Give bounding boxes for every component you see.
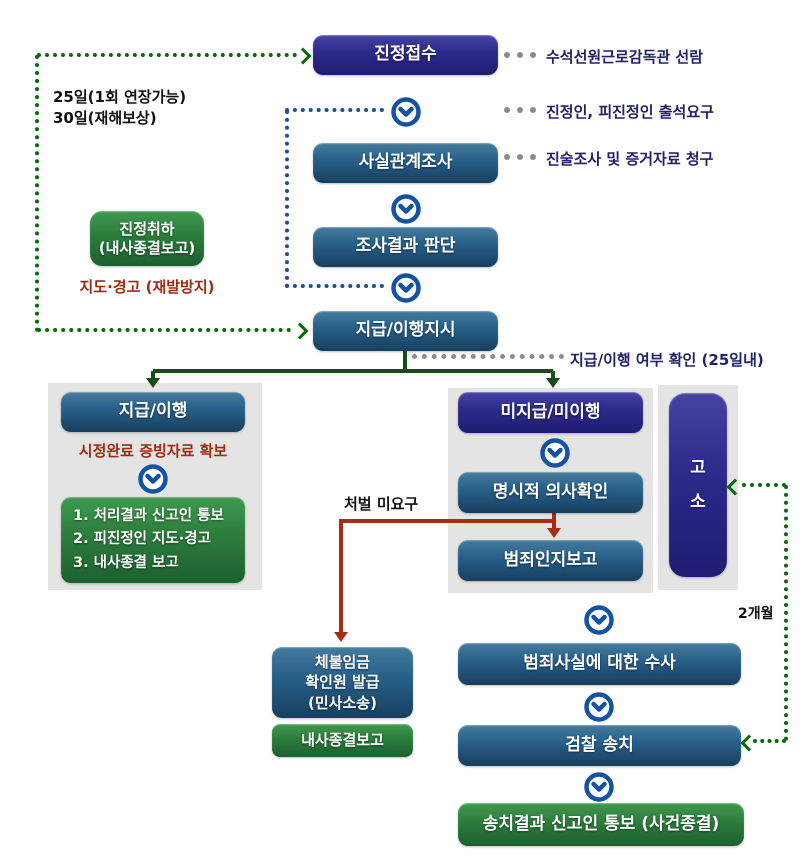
note-dots-icon — [504, 52, 510, 58]
connector-green-dotted-bottom — [37, 328, 291, 332]
node-crime-investigation: 범죄사실에 대한 수사 — [458, 643, 741, 685]
arrow-down-icon — [546, 378, 560, 388]
arrow-down-icon — [547, 528, 561, 538]
label-guidance-warning: 지도·경고 (재발방지) — [79, 278, 215, 296]
node-payment-order: 지급/이행지시 — [313, 311, 498, 351]
note-dots-icon — [504, 154, 510, 160]
arrow-down-icon — [146, 378, 160, 388]
branch-crossbar — [153, 369, 553, 373]
branch-stem — [403, 350, 407, 372]
red-connector-vertical — [339, 519, 343, 633]
branch-right-drop — [551, 371, 555, 379]
arrow-right-icon — [294, 47, 312, 65]
node-internal-closure-report: 내사종결보고 — [272, 724, 413, 757]
chevron-down-icon — [584, 692, 614, 722]
chevron-down-icon — [391, 273, 421, 303]
node-result-judgment: 조사결과 판단 — [313, 227, 498, 267]
connector-green-dotted-right — [784, 485, 788, 741]
node-paid-steps: 1. 처리결과 신고인 통보 2. 피진정인 지도·경고 3. 내사종결 보고 — [61, 497, 245, 583]
label-note-evidence: 진술조사 및 증거자료 청구 — [546, 150, 714, 168]
node-unpaid-wage-certificate: 체불임금 확인원 발급 (민사소송) — [272, 647, 413, 718]
node-complaint-withdrawal: 진정취하 (내사종결보고) — [90, 211, 204, 266]
connector-gray-dotted — [412, 354, 564, 359]
label-proof-secured: 시정완료 증빙자료 확보 — [78, 442, 228, 460]
connector-blue-dotted-bottom — [285, 284, 384, 288]
node-fact-investigation: 사실관계조사 — [313, 143, 498, 183]
label-note-attendance: 진정인, 피진정인 출석요구 — [546, 103, 714, 121]
connector-green-dotted-lawsuit — [742, 483, 786, 487]
connector-green-dotted-return — [753, 739, 786, 743]
chevron-down-icon — [540, 438, 570, 468]
node-unpaid: 미지급/미이행 — [458, 392, 643, 433]
node-prosecution-transfer: 검찰 송치 — [458, 725, 741, 766]
arrow-down-icon — [334, 632, 348, 642]
arrow-left-icon — [740, 734, 758, 752]
red-connector-horizontal — [341, 519, 556, 523]
label-two-months: 2개월 — [738, 606, 774, 622]
node-crime-recognition-report: 범죄인지보고 — [458, 540, 643, 581]
node-paid: 지급/이행 — [61, 392, 245, 432]
label-deadline: 25일(1회 연장가능) 30일(재해보상) — [53, 88, 187, 127]
node-closing-notice: 송치결과 신고인 통보 (사건종결) — [458, 803, 744, 846]
chevron-down-icon — [138, 464, 168, 494]
connector-blue-dotted-left — [285, 110, 289, 288]
label-note-check: 지급/이행 여부 확인 (25일내) — [570, 351, 764, 369]
arrow-right-icon — [291, 322, 309, 340]
connector-green-dotted-left — [35, 55, 39, 332]
label-note-receipt: 수석선원근로감독관 선람 — [546, 48, 704, 66]
node-lawsuit: 고 소 — [669, 393, 727, 577]
label-no-punishment: 처벌 미요구 — [344, 495, 419, 513]
connector-blue-dotted-top — [285, 108, 384, 112]
chevron-down-icon — [391, 97, 421, 127]
node-complaint-receipt: 진정접수 — [313, 35, 498, 75]
chevron-down-icon — [584, 605, 614, 635]
node-intent-confirmation: 명시적 의사확인 — [458, 472, 643, 513]
connector-green-dotted-top — [37, 53, 297, 57]
chevron-down-icon — [584, 772, 614, 802]
note-dots-icon — [504, 107, 510, 113]
chevron-down-icon — [391, 194, 421, 224]
branch-left-drop — [151, 371, 155, 379]
